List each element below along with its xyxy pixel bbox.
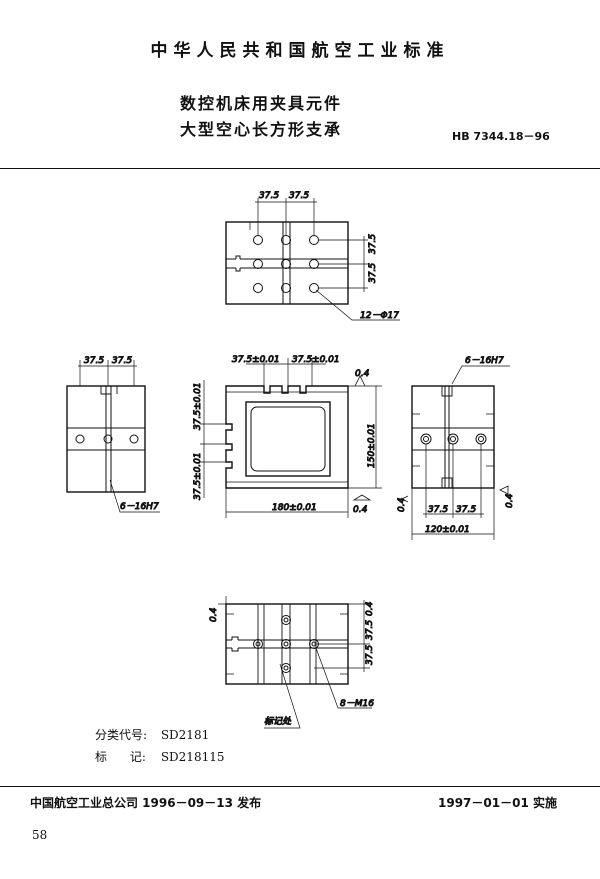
effective-date: 1997－01－01 实施 xyxy=(438,796,557,810)
front-flat-top: 0.4 xyxy=(355,369,370,379)
top-dim-x1: 37.5 xyxy=(259,191,279,201)
right-dim-width: 120±0.01 xyxy=(425,525,470,535)
left-dim-x2: 37.5 xyxy=(112,356,132,366)
thread-callout: 8－M16 xyxy=(340,699,374,709)
mark-line: 标 记: SD218115 xyxy=(95,748,224,765)
top-dim-y2: 37.5 xyxy=(368,263,378,283)
front-dim-top2: 37.5±0.01 xyxy=(292,355,340,365)
right-flat-left: 0.4 xyxy=(397,497,407,512)
right-thread-holes xyxy=(420,433,487,445)
document-title-line-1: 数控机床用夹具元件 xyxy=(180,94,343,113)
top-dim-x2: 37.5 xyxy=(289,191,309,201)
right-dim-x1: 37.5 xyxy=(428,505,448,515)
front-dim-height: 150±0.01 xyxy=(367,423,377,468)
class-code-line: 分类代号: SD2181 xyxy=(95,726,209,743)
issuer-line: 中国航空工业总公司 1996－09－13 发布 xyxy=(30,796,262,810)
right-view: 6－16H7 37.5 37.5 120±0.01 0.4 0.4 xyxy=(397,356,516,540)
right-flat-right: 0.4 xyxy=(505,493,515,508)
hole-grid xyxy=(253,235,319,293)
bottom-dim-y2: 37.5 xyxy=(365,645,375,665)
document-title-line-2: 大型空心长方形支承 xyxy=(180,120,343,139)
technical-drawing: 37.5 37.5 37.5 37.5 12－Φ17 37.5 37.5 6－1… xyxy=(66,191,516,729)
top-dim-y1: 37.5 xyxy=(368,234,378,254)
top-view: 37.5 37.5 37.5 37.5 12－Φ17 xyxy=(225,191,400,322)
bottom-thread-holes xyxy=(253,615,319,673)
left-dim-x1: 37.5 xyxy=(84,356,104,366)
front-view: 37.5±0.01 37.5±0.01 37.5±0.01 37.5±0.01 … xyxy=(193,355,382,518)
front-dim-top1: 37.5±0.01 xyxy=(232,355,280,365)
header-rule xyxy=(0,168,600,169)
front-dim-side1: 37.5±0.01 xyxy=(193,382,203,430)
bottom-dim-y1: 37.5 xyxy=(365,620,375,640)
left-slot-callout: 6－16H7 xyxy=(120,502,159,512)
mark-value: SD218115 xyxy=(160,750,225,764)
standard-title: 中华人民共和国航空工业标准 xyxy=(150,41,450,61)
right-dim-x2: 37.5 xyxy=(456,505,476,515)
front-dim-side2: 37.5±0.01 xyxy=(193,452,203,500)
front-flat-bottom: 0.4 xyxy=(353,505,368,515)
mark-label: 标 记: xyxy=(95,750,146,764)
standard-code: HB 7344.18－96 xyxy=(452,130,550,143)
hole-callout: 12－Φ17 xyxy=(360,311,399,321)
footer-rule xyxy=(0,786,600,787)
left-view: 37.5 37.5 6－16H7 xyxy=(66,356,160,513)
mark-callout: 标记处 xyxy=(264,716,292,727)
bottom-flat-left: 0.4 xyxy=(209,607,219,622)
front-dim-width: 180±0.01 xyxy=(272,503,317,513)
right-slot-callout: 6－16H7 xyxy=(465,356,504,366)
page-number: 58 xyxy=(32,828,48,842)
class-code-label: 分类代号: xyxy=(95,728,148,742)
class-code-value: SD2181 xyxy=(160,728,210,742)
bottom-flat-right: 0.4 xyxy=(365,601,375,616)
bottom-view: 0.4 0.4 37.5 37.5 8－M16 标记处 xyxy=(209,596,376,729)
